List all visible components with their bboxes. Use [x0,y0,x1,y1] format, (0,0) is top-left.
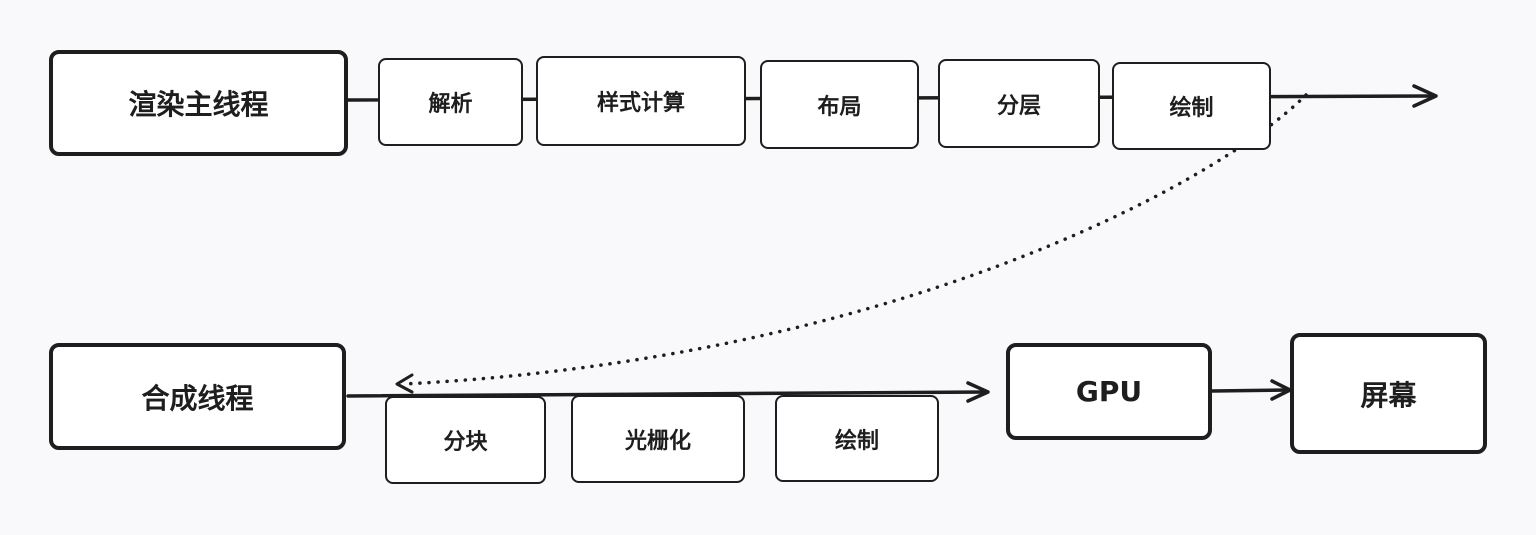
step-tiling-label: 分块 [443,430,488,455]
screen-box: 屏幕 [1290,333,1487,454]
gpu-box: GPU [1006,343,1212,440]
step-tiling-box: 分块 [385,396,546,484]
step-raster-box: 光栅化 [571,395,745,483]
gpu-label: GPU [1075,375,1143,408]
compositor-thread-arrowhead [966,381,990,403]
step-layer-box: 分层 [938,59,1100,148]
step-layer-label: 分层 [996,93,1041,119]
compositor-thread-line [346,390,988,398]
screen-label: 屏幕 [1360,378,1417,412]
step-paint-label: 绘制 [1169,96,1214,121]
gpu-to-screen-line [1210,388,1290,393]
step-style-box: 样式计算 [536,56,746,146]
step-style-label: 样式计算 [596,91,685,116]
compositor-thread-label: 合成线程 [141,381,254,415]
step-layout-label: 布局 [817,94,862,120]
render-main-thread-label: 渲染主线程 [128,88,269,121]
step-paint-box: 绘制 [1112,62,1271,150]
commit-dotted-arrowhead [395,373,414,394]
render-main-thread-box: 渲染主线程 [49,50,348,156]
step-parse-label: 解析 [428,92,473,117]
step-raster-label: 光栅化 [624,429,691,454]
step-draw-box: 绘制 [775,395,939,482]
compositor-thread-box: 合成线程 [49,343,346,450]
render-thread-arrowhead [1412,84,1438,108]
step-draw-label: 绘制 [834,428,879,454]
step-layout-box: 布局 [760,60,919,149]
step-parse-box: 解析 [378,58,523,146]
